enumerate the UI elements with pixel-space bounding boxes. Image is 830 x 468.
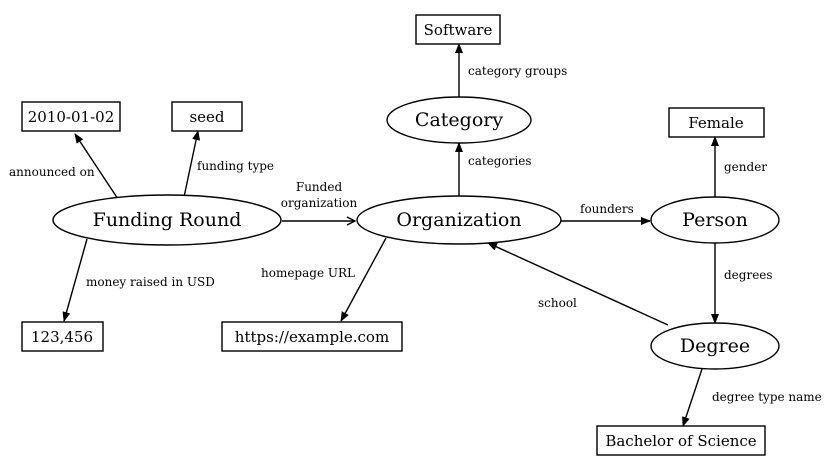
node-bachelor: Bachelor of Science	[596, 425, 766, 456]
node-bachelor-label: Bachelor of Science	[605, 432, 756, 450]
node-software: Software	[415, 14, 501, 45]
node-funding-round: Funding Round	[52, 194, 282, 246]
edge-label-funded-organization-line1: Funded	[296, 180, 343, 194]
edge-label-funded-organization-line2: organization	[281, 196, 358, 210]
node-money: 123,456	[21, 321, 104, 352]
edge-money-raised	[62, 238, 88, 322]
edge-degree-type-name	[682, 368, 703, 427]
edge-label-degrees: degrees	[724, 268, 773, 282]
edge-label-school: school	[538, 296, 577, 310]
edge-label-announced-on: announced on	[9, 165, 95, 179]
edge-label-degree-type-name: degree type name	[712, 390, 822, 404]
edge-label-category-groups: category groups	[468, 64, 567, 78]
node-date-label: 2010-01-02	[28, 108, 114, 126]
node-funding-round-label: Funding Round	[93, 209, 242, 231]
node-url: https://example.com	[221, 321, 403, 352]
edge-label-categories: categories	[468, 154, 532, 168]
node-person: Person	[650, 196, 780, 244]
node-category: Category	[386, 96, 532, 144]
node-organization-label: Organization	[396, 209, 521, 231]
node-money-label: 123,456	[31, 328, 93, 346]
node-seed: seed	[171, 101, 243, 132]
edge-announced-on	[74, 133, 119, 200]
node-degree-label: Degree	[680, 335, 750, 357]
node-female: Female	[668, 107, 765, 138]
node-organization: Organization	[356, 195, 562, 245]
edge-funding-type	[183, 130, 201, 198]
edge-label-funding-type: funding type	[197, 159, 274, 173]
node-seed-label: seed	[189, 108, 224, 126]
node-date: 2010-01-02	[21, 101, 121, 132]
node-url-label: https://example.com	[235, 328, 389, 346]
node-degree: Degree	[650, 322, 780, 370]
edge-label-gender: gender	[724, 160, 767, 174]
edge-label-founders: founders	[580, 202, 634, 216]
edge-label-homepage-url: homepage URL	[261, 266, 355, 280]
node-category-label: Category	[415, 109, 503, 131]
edge-school	[487, 242, 669, 326]
edge-label-money-raised: money raised in USD	[86, 275, 215, 289]
node-software-label: Software	[424, 21, 493, 39]
node-female-label: Female	[688, 114, 743, 132]
edge-homepage-url	[340, 237, 387, 322]
node-person-label: Person	[682, 209, 748, 231]
